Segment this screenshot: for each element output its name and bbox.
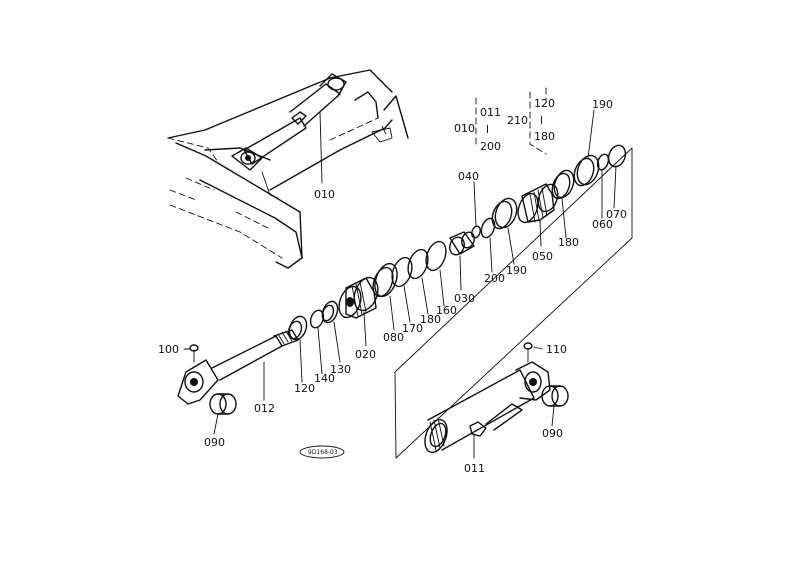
label-010: 010 — [314, 188, 335, 201]
label-110: 110 — [546, 343, 567, 356]
label-060: 060 — [592, 218, 613, 231]
piston-rod-012 — [177, 329, 299, 415]
label-210-range: 210 — [507, 114, 528, 127]
label-012: 012 — [254, 402, 275, 415]
label-040: 040 — [458, 170, 479, 183]
label-090-left: 090 — [204, 436, 225, 449]
label-130: 130 — [330, 363, 351, 376]
piston-seal-stack — [287, 231, 475, 341]
assembly-group-outline — [394, 147, 633, 459]
label-180-b: 180 — [558, 236, 579, 249]
label-range-sep-right: ꞁ — [540, 112, 543, 125]
label-140: 140 — [314, 372, 335, 385]
label-030: 030 — [454, 292, 475, 305]
label-020: 020 — [355, 348, 376, 361]
label-190-b: 190 — [506, 264, 527, 277]
label-100: 100 — [158, 343, 179, 356]
label-080: 080 — [383, 331, 404, 344]
label-180-c: 180 — [420, 313, 441, 326]
implement-frame-illustration — [167, 69, 409, 269]
label-011-range-start: 011 — [480, 106, 501, 119]
label-050: 050 — [532, 250, 553, 263]
drawing-code: 9D168-03 — [308, 449, 338, 456]
leader-lines — [183, 109, 617, 459]
cylinder-tube-011 — [424, 342, 569, 454]
label-200-range-end: 200 — [480, 140, 501, 153]
label-range-sep-left: ꞁ — [486, 121, 489, 134]
label-011-bottom: 011 — [464, 462, 485, 475]
label-010-range: 010 — [454, 122, 475, 135]
part-labels: 010 011 ꞁ 010 200 120 210 ꞁ 180 190 040 … — [158, 97, 627, 475]
range-brackets — [475, 87, 547, 155]
label-090-right: 090 — [542, 427, 563, 440]
drawing-code-stamp: 9D168-03 — [299, 445, 345, 459]
label-170: 170 — [402, 322, 423, 335]
label-120-range-start: 120 — [534, 97, 555, 110]
label-180-range-end: 180 — [534, 130, 555, 143]
label-190-top: 190 — [592, 98, 613, 111]
label-070: 070 — [606, 208, 627, 221]
label-120-b: 120 — [294, 382, 315, 395]
label-160: 160 — [436, 304, 457, 317]
label-200-b: 200 — [484, 272, 505, 285]
